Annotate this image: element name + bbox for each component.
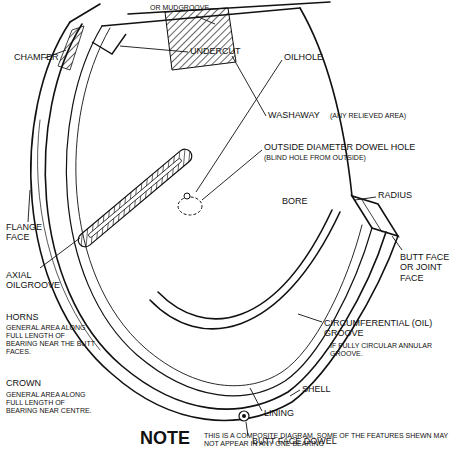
label-note: THIS IS A COMPOSITE DIAGRAM, SOME OF THE… bbox=[204, 432, 462, 448]
chamfer bbox=[58, 26, 84, 70]
label-note: GENERAL AREA ALONG FULL LENGTH OF BEARIN… bbox=[6, 324, 98, 356]
oilhole bbox=[184, 193, 190, 199]
feature-label: RADIUS bbox=[378, 190, 428, 200]
feature-label: OILHOLE bbox=[284, 52, 344, 62]
axial-oilgroove bbox=[75, 146, 194, 249]
bearing-outline bbox=[31, 2, 398, 420]
feature-label: SHELL bbox=[302, 384, 342, 394]
feature-label: CHAMFER bbox=[14, 52, 74, 62]
feature-label: FLANGE FACE bbox=[6, 222, 54, 243]
feature-label: OUTSIDE DIAMETER DOWEL HOLE bbox=[264, 142, 444, 152]
butt-face-dowel bbox=[239, 411, 249, 421]
label-note: (ANY RELIEVED AREA) bbox=[330, 112, 430, 120]
feature-label: NOTE bbox=[140, 428, 196, 449]
feature-label: BUTT FACE OR JOINT FACE bbox=[400, 252, 462, 283]
dowel-hole bbox=[178, 197, 202, 215]
feature-label: CROWN bbox=[6, 378, 56, 388]
undercut bbox=[92, 34, 126, 54]
feature-label: BORE bbox=[282, 196, 322, 206]
label-note: (BLIND HOLE FROM OUTSIDE) bbox=[264, 154, 404, 162]
dowel-centre bbox=[242, 414, 246, 418]
feature-label: UNDERCUT bbox=[190, 46, 260, 56]
mudgroove bbox=[165, 8, 236, 70]
feature-label: LINING bbox=[264, 408, 310, 418]
label-note: GENERAL AREA ALONG FULL LENGTH OF BEARIN… bbox=[6, 391, 98, 415]
label-note: IF FULLY CIRCULAR ANNULAR GROOVE. bbox=[330, 342, 438, 358]
oilgroove-slot bbox=[88, 158, 182, 238]
leader-lines bbox=[28, 16, 402, 436]
label-note: OR MUDGROOVE bbox=[150, 4, 250, 12]
feature-label: WASHAWAY bbox=[268, 110, 330, 120]
feature-label: CIRCUMFERENTIAL (OIL) GROOVE bbox=[324, 318, 460, 339]
feature-label: AXIAL OILGROOVE bbox=[6, 270, 62, 291]
feature-label: HORNS bbox=[6, 312, 56, 322]
